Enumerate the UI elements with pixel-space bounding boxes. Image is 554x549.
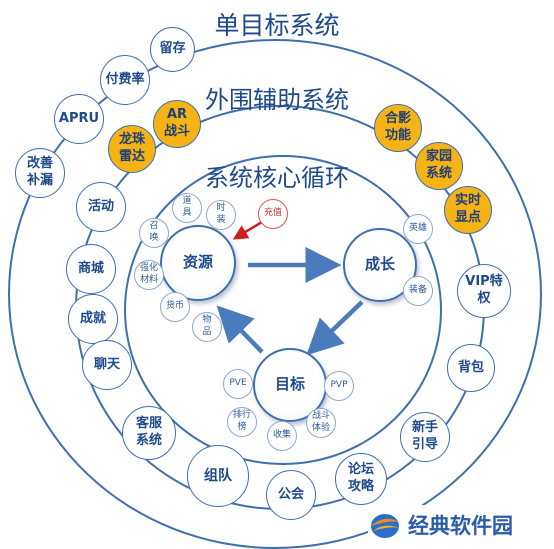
- node-props: 道 具: [172, 193, 202, 223]
- node-pvp: PVP: [324, 371, 354, 401]
- node-forum: 论坛 攻略: [335, 453, 387, 505]
- node-chat: 聊天: [82, 340, 132, 390]
- title-core-loop: 系统核心循环: [205, 164, 349, 192]
- node-collect: 收集: [267, 421, 297, 451]
- node-recharge: 充值: [258, 199, 288, 229]
- node-realtime: 实时 显点: [444, 186, 492, 234]
- watermark-text: 经典软件园: [408, 514, 513, 538]
- node-arpu: APRU: [54, 94, 104, 144]
- node-ranking: 排行 榜: [227, 407, 257, 437]
- node-service: 客服 系统: [122, 406, 176, 460]
- node-summon: 召 唤: [139, 218, 169, 248]
- node-newbie: 新手 引导: [400, 412, 450, 462]
- node-hero: 英雄: [403, 214, 433, 244]
- node-equipment: 装备: [403, 276, 433, 306]
- node-items: 物 品: [192, 312, 222, 342]
- node-activity: 活动: [76, 182, 126, 232]
- node-pve: PVE: [223, 369, 253, 399]
- node-vip: VIP特 权: [457, 264, 511, 318]
- outer-ring: [8, 39, 542, 549]
- inner-ring: [124, 155, 442, 465]
- arrow-target-to-resource: [216, 305, 264, 354]
- node-growth: 成长: [343, 228, 417, 302]
- node-bag: 背包: [447, 344, 495, 392]
- title-auxiliary-system: 外围辅助系统: [205, 86, 349, 114]
- node-dragon-radar: 龙珠 雷达: [108, 125, 156, 173]
- logo-globe-icon: [371, 514, 399, 538]
- node-retention: 留存: [150, 27, 195, 72]
- arrow-growth-to-target: [306, 300, 364, 356]
- node-fashion: 时 装: [206, 200, 236, 230]
- node-team: 组队: [187, 445, 249, 507]
- node-resource: 资源: [160, 225, 236, 301]
- node-home: 家园 系统: [415, 142, 463, 190]
- watermark-logo: 经典软件园: [368, 505, 550, 545]
- node-enhance-material: 强化 材料: [134, 260, 164, 290]
- node-photo: 合影 功能: [374, 104, 422, 152]
- node-achievement: 成就: [68, 294, 118, 344]
- node-ar-battle: AR 战斗: [153, 100, 201, 148]
- node-target: 目标: [253, 348, 327, 422]
- title-single-target-system: 单目标系统: [214, 11, 340, 40]
- node-mall: 商城: [66, 244, 116, 294]
- node-currency: 货币: [160, 292, 190, 322]
- node-improve: 改善 补漏: [15, 148, 65, 198]
- node-battle-experience: 战斗 体验: [306, 408, 336, 438]
- node-guild: 公会: [266, 470, 316, 520]
- node-pay-rate: 付费率: [100, 55, 150, 105]
- arrow-recharge-to-resource: [232, 220, 263, 240]
